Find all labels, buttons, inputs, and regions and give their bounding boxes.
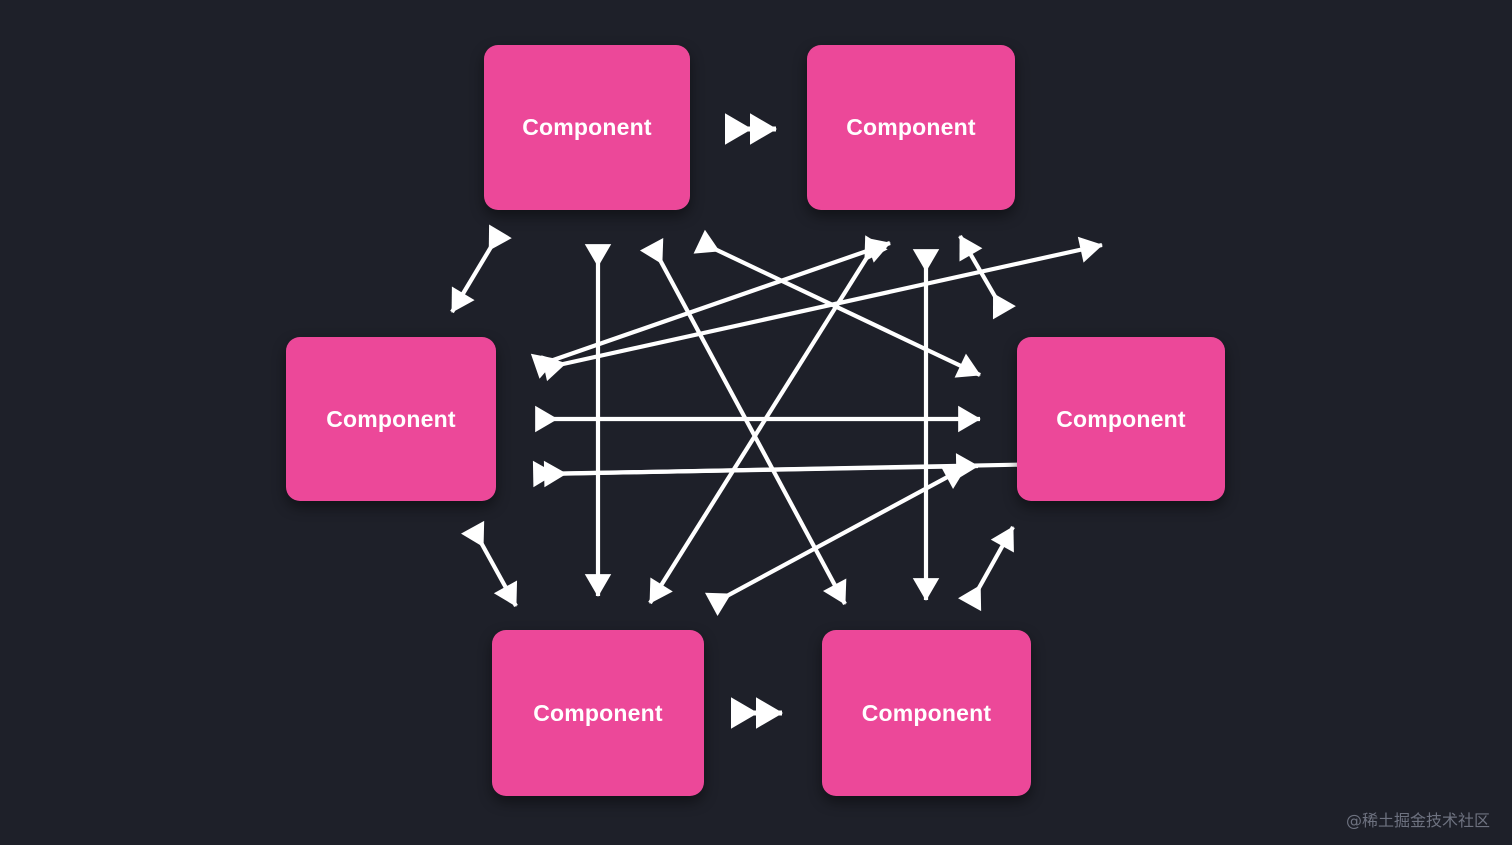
edge-middle-left-to-bottom-left[interactable] <box>461 520 518 608</box>
arrow-bottom-pair[interactable] <box>722 688 792 738</box>
node-middle-left[interactable]: Component <box>286 337 496 501</box>
node-middle-right[interactable]: Component <box>1017 337 1225 501</box>
arrow-top-pair[interactable] <box>716 104 786 154</box>
node-bottom-left[interactable]: Component <box>492 630 704 796</box>
node-middle-right-label: Component <box>1056 405 1186 432</box>
edge-top-right-to-bottom-left[interactable] <box>648 235 888 605</box>
edge-middle-left-to-bottom-right[interactable] <box>532 453 979 488</box>
node-top-right[interactable]: Component <box>807 45 1015 210</box>
node-top-left[interactable]: Component <box>484 45 690 210</box>
edge-middle-right-to-bottom-left[interactable] <box>704 465 967 617</box>
edge-top-left-to-middle-left[interactable] <box>450 224 512 314</box>
node-middle-left-label: Component <box>326 405 456 432</box>
node-bottom-right-label: Component <box>861 699 992 726</box>
watermark: @稀土掘金技术社区 <box>1345 811 1490 830</box>
node-top-left-label: Component <box>522 114 652 140</box>
edge-top-left-to-middle-right[interactable] <box>693 229 981 378</box>
node-bottom-right[interactable]: Component <box>822 630 1031 796</box>
edge-top-right-to-middle-left[interactable] <box>530 237 891 379</box>
edge-top-right-to-middle-right[interactable] <box>958 234 1016 320</box>
node-bottom-left-label: Component <box>533 699 663 726</box>
node-top-right-label: Component <box>846 114 976 140</box>
edge-top-left-to-bottom-right[interactable] <box>639 237 847 605</box>
edge-middle-right-to-bottom-right[interactable] <box>958 525 1015 612</box>
